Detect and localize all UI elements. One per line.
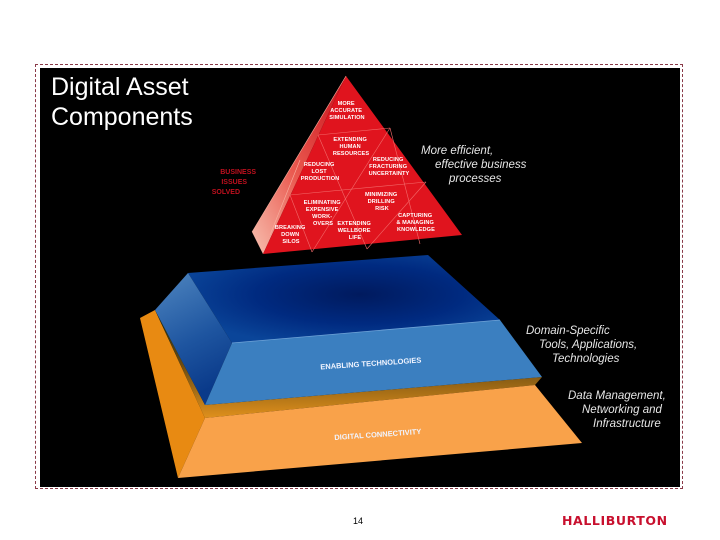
page-number: 14 [353,516,364,526]
cell-line: SILOS [282,239,299,245]
halliburton-logo: HALLIBURTON [562,513,668,528]
cell-line: REDUCING [373,157,404,163]
orange-left-face [140,310,205,478]
business-issues-label: BUSINESS ISSUES SOLVED [212,169,258,196]
cell-more-accurate-simulation: MORE ACCURATE SIMULATION [329,101,364,121]
cell-grid-lines [251,75,427,253]
annotation-line: Infrastructure [593,418,661,430]
cell-extending-human-resources: EXTENDING HUMAN RESOURCES [333,137,370,157]
cell-reducing-fracturing-uncertainty: REDUCING FRACTURING UNCERTAINTY [369,157,410,177]
cell-line: LOST [312,169,328,175]
cell-line: PRODUCTION [301,176,340,182]
red-left-face [252,76,346,254]
cell-minimizing-drilling-risk: MINIMIZING DRILLING RISK [365,192,399,212]
title-line-2: Components [51,103,193,131]
slide-frame [35,64,683,489]
cell-eliminating-expensive-workovers: ELIMINATING EXPENSIVE WORK- OVERS [304,200,343,227]
cell-line: UNCERTAINTY [369,171,410,177]
cell-line: WORK- [312,214,332,220]
annotation-line: processes [449,173,502,185]
annotation-domain-tools: Domain-Specific Tools, Applications, Tec… [526,324,637,366]
bis-line-2: ISSUES [221,179,247,186]
cell-line: MINIMIZING [365,192,397,198]
annotation-data-management: Data Management, Networking and Infrastr… [568,389,666,431]
cell-line: BREAKING [275,225,306,231]
layer-enabling-technologies: ENABLING TECHNOLOGIES [155,255,542,405]
cell-line: RESOURCES [333,151,370,157]
cell-line: HUMAN [340,144,361,150]
blue-edge [231,319,501,344]
cell-line: DOWN [281,232,299,238]
cell-line: KNOWLEDGE [397,227,435,233]
blue-left-face [155,273,232,405]
cell-line: ACCURATE [330,108,362,114]
cell-capturing-managing-knowledge: CAPTURING & MANAGING KNOWLEDGE [396,213,435,233]
annotation-business-processes: More efficient, effective business proce… [421,144,526,186]
cell-line: EXTENDING [333,137,367,143]
cell-reducing-lost-production: REDUCING LOST PRODUCTION [301,162,340,182]
cell-line: REDUCING [304,162,335,168]
bis-line-3: SOLVED [212,189,240,196]
pyramid-diagram: DIGITAL CONNECTIVITY ENABLING TECHNOLOGI… [140,75,582,478]
cell-line: WELLBORE [338,228,371,234]
annotation-line: Tools, Applications, [539,339,638,351]
cell-line: RISK [375,206,389,212]
cell-line: OVERS [313,221,333,227]
annotation-line: Data Management, [568,390,666,402]
cell-line: & MANAGING [396,220,434,226]
cell-extending-wellbore-life: EXTENDING WELLBORE LIFE [337,221,372,241]
annotation-line: Networking and [582,404,662,416]
red-front-face [263,76,462,254]
annotation-line: Technologies [552,353,620,365]
annotation-line: More efficient, [421,145,494,157]
cell-line: FRACTURING [369,164,407,170]
cell-line: LIFE [349,235,362,241]
orange-front-face [178,385,582,478]
cell-breaking-down-silos: BREAKING DOWN SILOS [275,225,307,245]
cell-line: SIMULATION [329,115,364,121]
cell-line: EXPENSIVE [306,207,339,213]
blue-front-face [205,320,542,405]
layer-business-issues: BUSINESS ISSUES SOLVED MORE ACCURATE SIM… [212,75,462,254]
cell-line: ELIMINATING [304,200,341,206]
cell-line: EXTENDING [337,221,371,227]
annotation-line: Domain-Specific [526,325,610,337]
layer-digital-connectivity: DIGITAL CONNECTIVITY [140,310,582,478]
cell-line: MORE [338,101,355,107]
annotation-line: effective business [435,159,527,171]
orange-top-gap [155,310,542,418]
title-line-1: Digital Asset [51,73,189,101]
slide-title: Digital Asset Components [51,72,193,132]
blue-top-face [188,255,500,343]
bis-line-1: BUSINESS [220,169,256,176]
slide-panel: Digital Asset Components [40,68,680,487]
cell-line: DRILLING [368,199,395,205]
cell-line: CAPTURING [398,213,432,219]
